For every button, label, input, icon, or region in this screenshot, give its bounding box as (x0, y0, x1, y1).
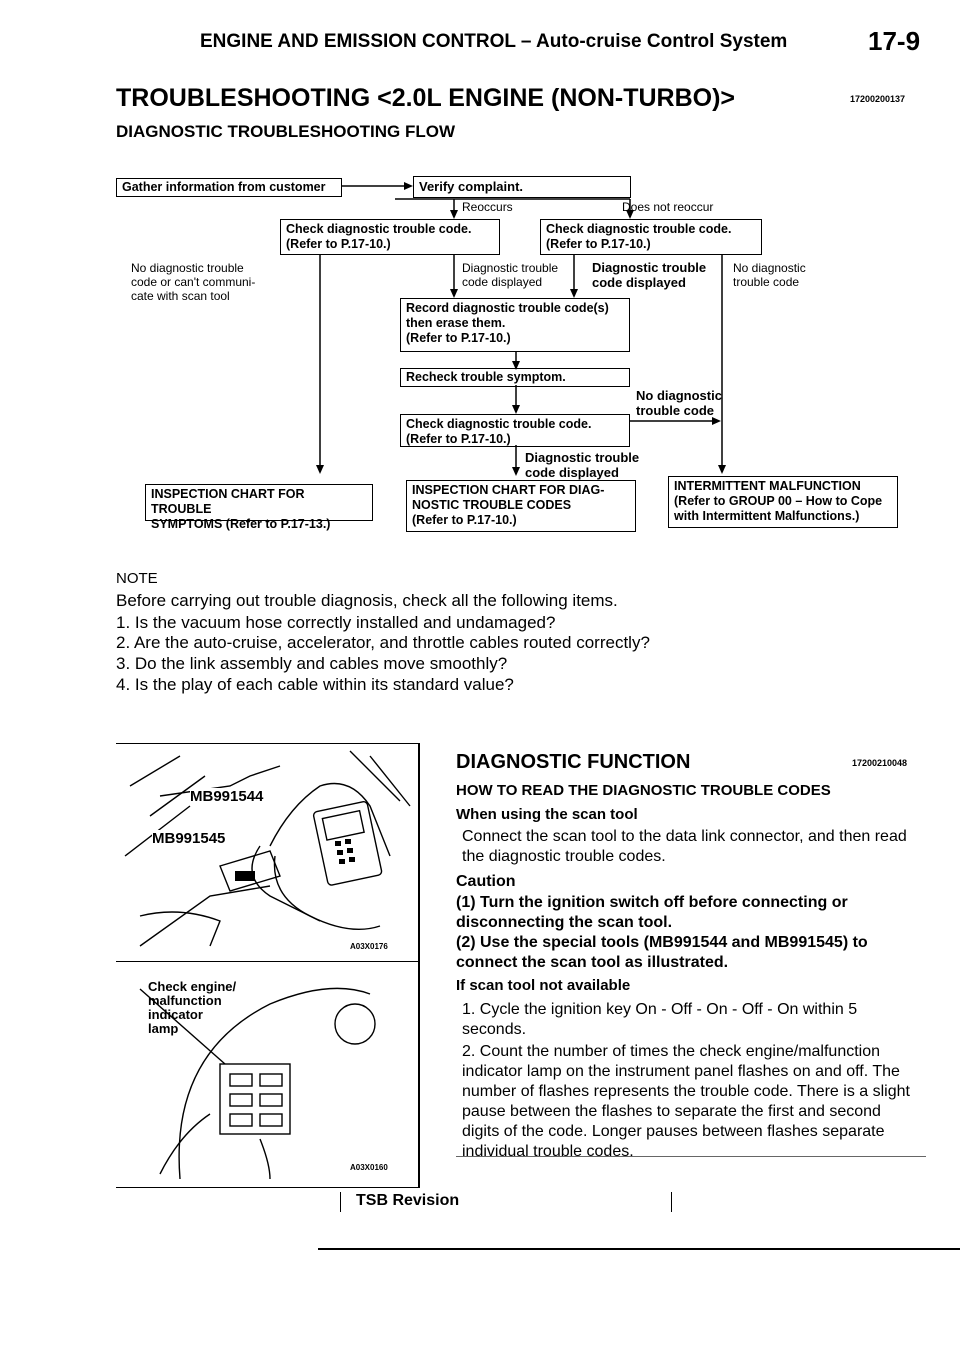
note-label: NOTE (116, 570, 158, 587)
figure-divider-vertical (418, 743, 420, 1188)
figure-divider-mid (116, 961, 419, 962)
no-scan-heading: If scan tool not available (456, 977, 631, 994)
note-item-3: 3. Do the link assembly and cables move … (116, 654, 508, 673)
figure-divider-bottom (116, 1187, 419, 1188)
check-engine-lamp-label: Check engine/ malfunction indicator lamp (148, 979, 237, 1036)
caution-item-1: (1) Turn the ignition switch off before … (456, 894, 848, 931)
scan-tool-heading: When using the scan tool (456, 806, 638, 823)
reoccurs-label: Reoccurs (462, 200, 513, 214)
flow-lines (316, 182, 726, 476)
figure-code-bottom: A03X0160 (350, 1163, 388, 1172)
code-displayed-label-2: Diagnostic trouble code displayed (592, 260, 707, 290)
inspection-codes-box: INSPECTION CHART FOR DIAG- NOSTIC TROUBL… (406, 480, 636, 532)
tool-label-mb991544: MB991544 (190, 788, 264, 805)
tool-label-mb991545: MB991545 (152, 830, 226, 847)
code-displayed-label-3: Diagnostic trouble code displayed (525, 450, 640, 480)
recheck-symptom-box: Recheck trouble symptom. (400, 368, 630, 387)
does-not-reoccur-label: Does not reoccur (622, 200, 714, 214)
no-code-scan-label: No diagnostic trouble code or can't comm… (131, 261, 256, 303)
tsb-revision-box (340, 1192, 672, 1212)
diag-title: DIAGNOSTIC FUNCTION (456, 751, 691, 773)
intermittent-box: INTERMITTENT MALFUNCTION (Refer to GROUP… (668, 476, 898, 528)
footer-rule (318, 1248, 960, 1250)
page-number: 17-9 (868, 26, 921, 56)
gather-info-box: Gather information from customer (116, 178, 342, 197)
step-1: 1. Cycle the ignition key On - Off - On … (462, 1001, 858, 1038)
howto-heading: HOW TO READ THE DIAGNOSTIC TROUBLE CODES (456, 782, 831, 799)
caution-item-2: (2) Use the special tools (MB991544 and … (456, 934, 868, 971)
note-item-4: 4. Is the play of each cable within its … (116, 675, 514, 694)
running-header: ENGINE AND EMISSION CONTROL – Auto-cruis… (200, 31, 788, 52)
check-code-mid-box: Check diagnostic trouble code. (Refer to… (400, 414, 630, 447)
check-code-left-box: Check diagnostic trouble code. (Refer to… (280, 219, 500, 255)
text-rule (456, 1156, 926, 1157)
note-item-2: 2. Are the auto-cruise, accelerator, and… (116, 633, 650, 652)
note-item-1: 1. Is the vacuum hose correctly installe… (116, 613, 556, 632)
scan-tool-illustration (124, 750, 411, 947)
tsb-revision-label: TSB Revision (356, 1192, 460, 1209)
figure-code-top: A03X0176 (350, 942, 388, 951)
code-displayed-label-1: Diagnostic trouble code displayed (462, 261, 559, 289)
section-code: 17200200137 (850, 94, 906, 104)
record-code-box: Record diagnostic trouble code(s) then e… (400, 298, 630, 352)
scan-tool-text: Connect the scan tool to the data link c… (462, 828, 907, 865)
verify-complaint-box: Verify complaint. (413, 176, 631, 198)
caution-heading: Caution (456, 873, 516, 890)
section-title: TROUBLESHOOTING <2.0L ENGINE (NON-TURBO)… (116, 84, 736, 112)
no-code-right-label: No diagnostic trouble code (733, 261, 806, 289)
diag-code: 17200210048 (852, 758, 908, 768)
step-2: 2. Count the number of times the check e… (462, 1043, 910, 1160)
no-code-mid-label: No diagnostic trouble code (636, 388, 722, 418)
check-code-right-box: Check diagnostic trouble code. (Refer to… (540, 219, 762, 255)
note-intro: Before carrying out trouble diagnosis, c… (116, 591, 618, 610)
figure-divider-top (116, 743, 419, 744)
inspection-symptoms-box: INSPECTION CHART FOR TROUBLE SYMPTOMS (R… (145, 484, 373, 531)
section-subtitle: DIAGNOSTIC TROUBLESHOOTING FLOW (116, 122, 456, 141)
instrument-panel-illustration (139, 987, 376, 1180)
